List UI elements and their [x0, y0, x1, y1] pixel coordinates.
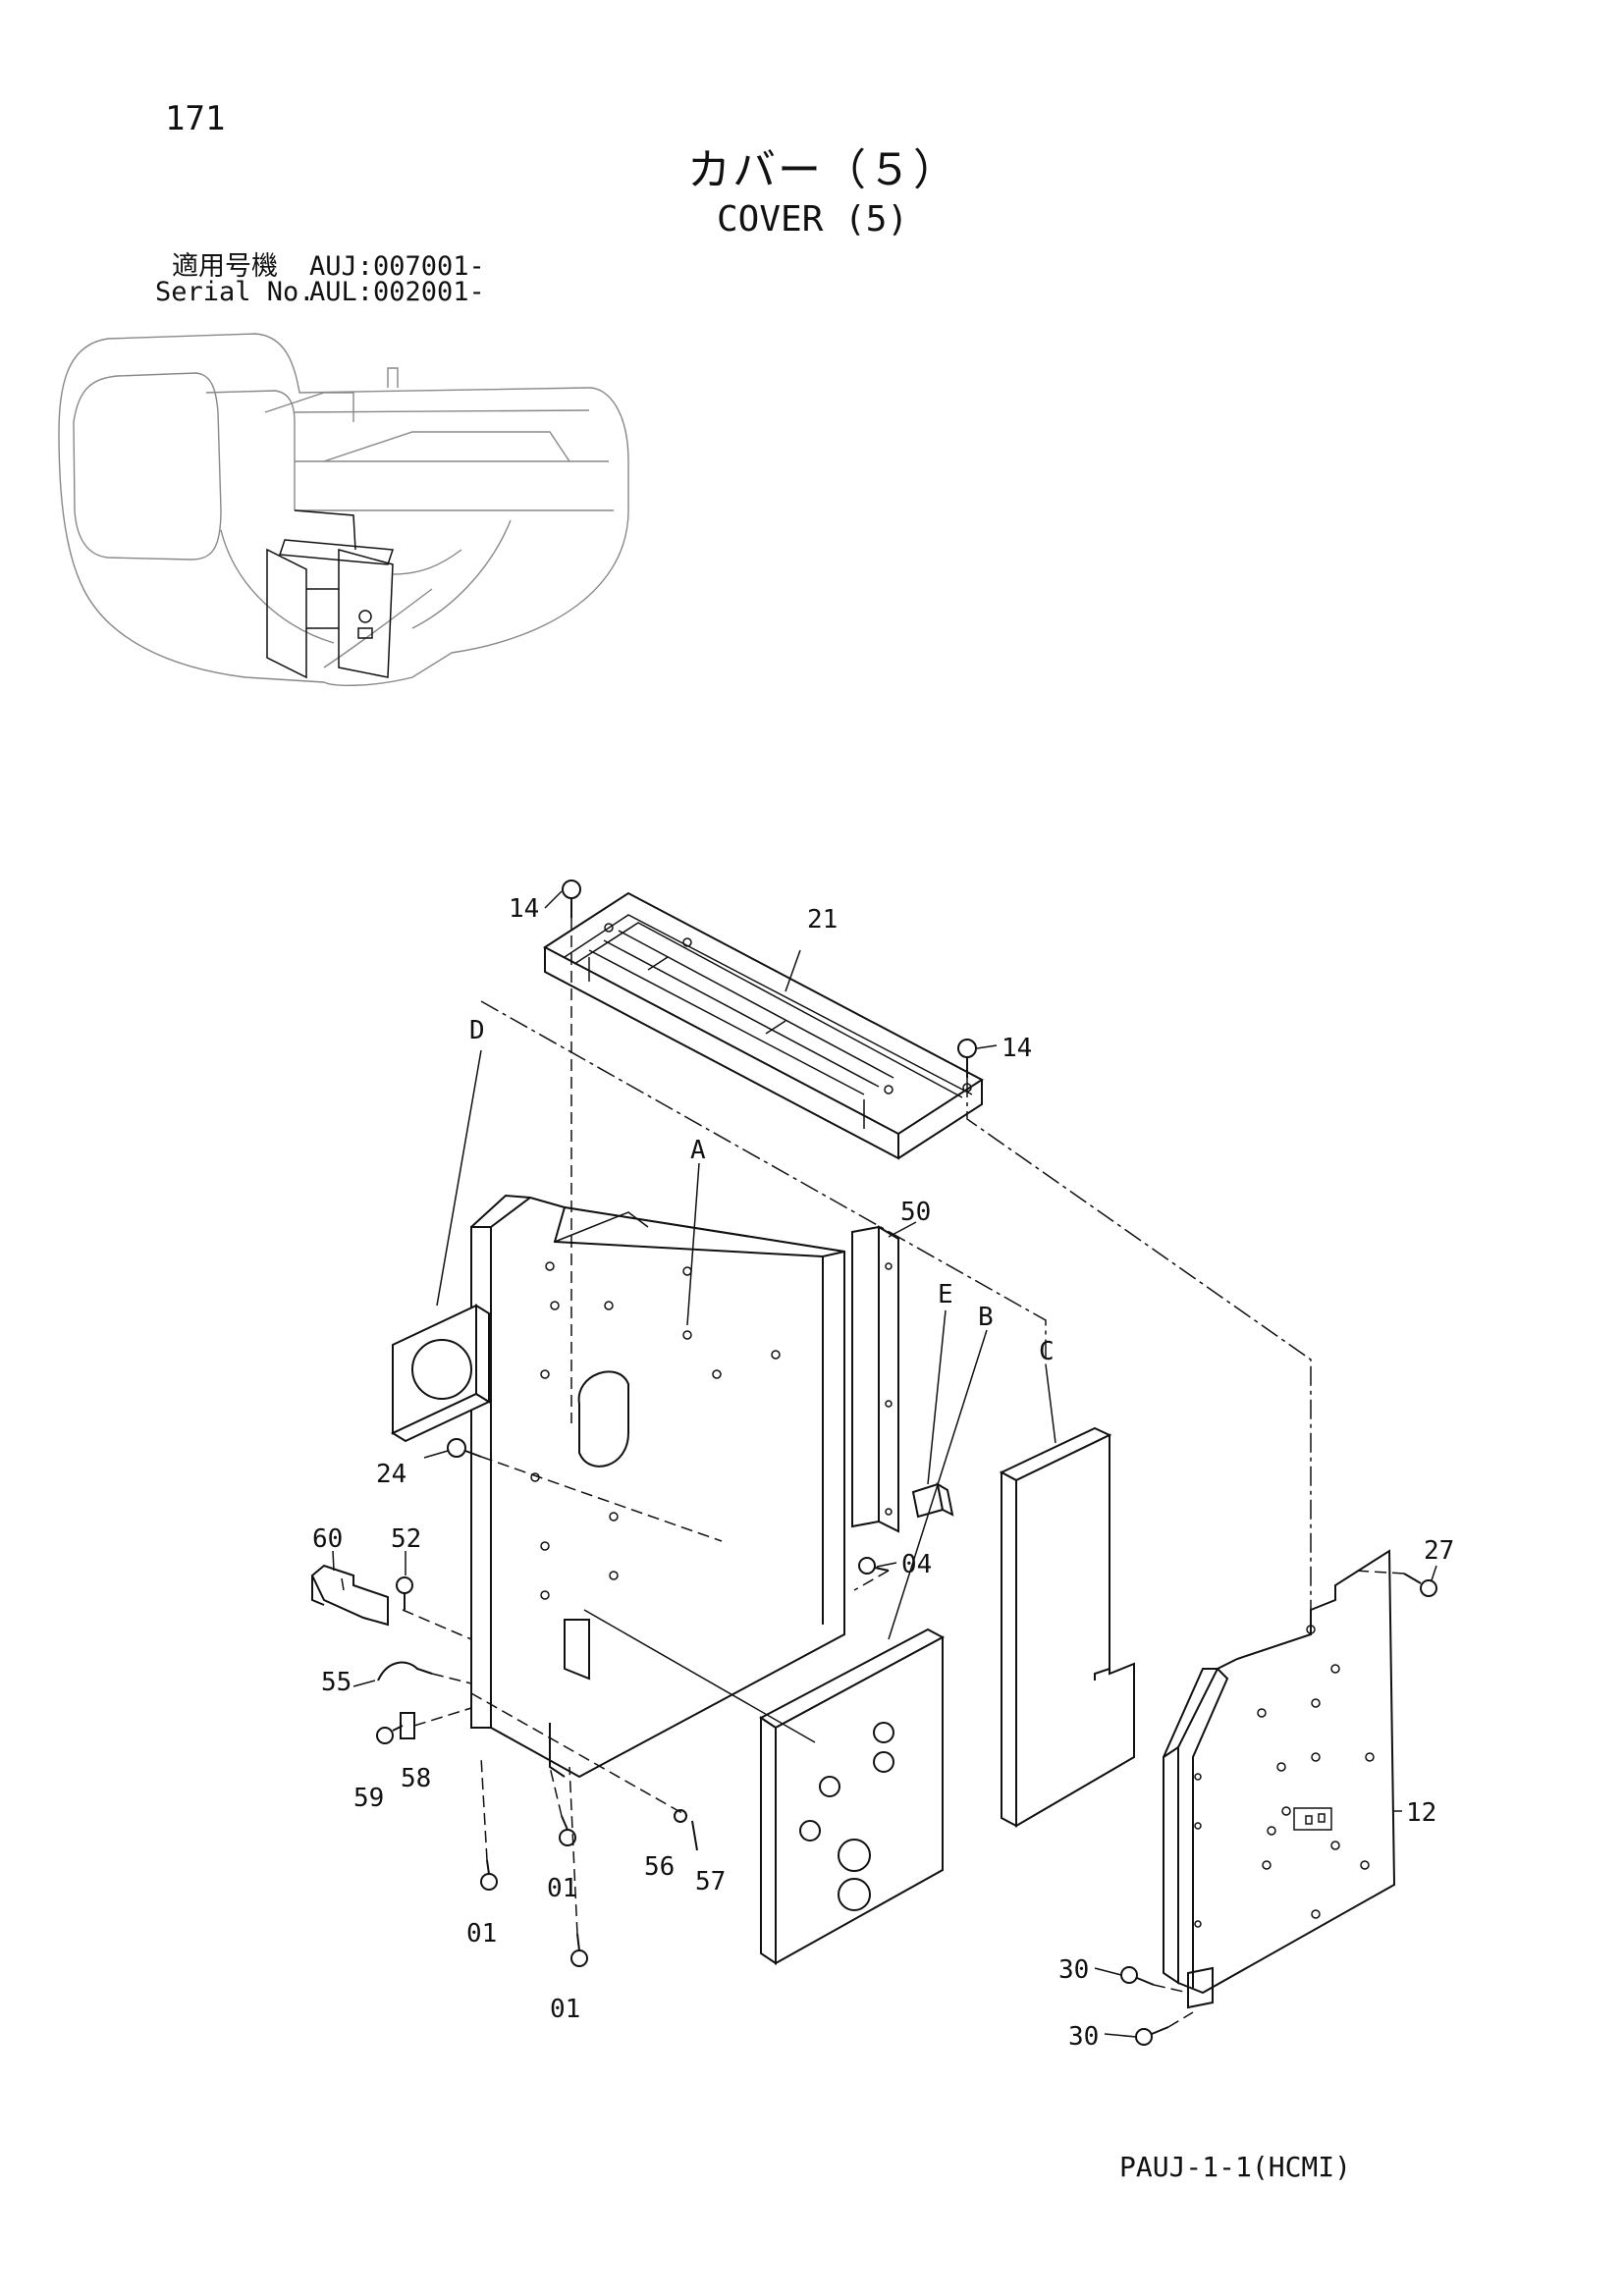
callout-04: 04 — [901, 1550, 932, 1579]
part-57-pin — [691, 1820, 698, 1851]
callout-14-right: 14 — [1001, 1034, 1032, 1063]
bolt-01-b — [480, 1859, 498, 1891]
callout-12: 12 — [1406, 1798, 1436, 1828]
callout-56: 56 — [644, 1852, 675, 1882]
footer-code: PAUJ-1-1(HCMI) — [1119, 2151, 1352, 2183]
bolt-59 — [376, 1725, 404, 1744]
callout-30-b: 30 — [1068, 2022, 1099, 2052]
callout-d: D — [469, 1016, 485, 1045]
callout-c: C — [1039, 1337, 1055, 1366]
callout-b: B — [978, 1303, 994, 1332]
leader-lines — [332, 890, 1437, 2038]
callout-a: A — [690, 1136, 706, 1165]
title-english: COVER (5) — [717, 199, 909, 240]
callout-21: 21 — [807, 905, 838, 934]
callout-30-a: 30 — [1058, 1955, 1089, 1985]
bolt-27 — [1403, 1573, 1437, 1597]
callout-01-c: 01 — [550, 1995, 580, 2024]
callout-55: 55 — [321, 1668, 352, 1697]
bolt-04 — [858, 1557, 890, 1575]
part-c-foam-strip — [999, 1426, 1135, 1828]
part-b-pad — [759, 1628, 946, 1965]
bolt-52 — [396, 1576, 413, 1610]
callout-50: 50 — [900, 1198, 931, 1227]
part-58-clip — [400, 1712, 415, 1739]
callout-52: 52 — [391, 1524, 421, 1554]
callout-60: 60 — [312, 1524, 343, 1554]
part-d-seal-pad — [390, 1304, 492, 1443]
callout-labels: 14 21 14 D A 50 E B C 24 60 52 04 27 55 … — [312, 894, 1454, 2052]
assembly-lines — [402, 918, 1405, 2028]
callout-27: 27 — [1424, 1536, 1454, 1566]
bolt-14-left — [562, 880, 581, 918]
part-60-bracket — [310, 1564, 389, 1627]
serial-jp-value: AUJ:007001- — [309, 251, 485, 282]
part-a-side-panel — [470, 1194, 845, 1779]
serial-en-value: AUL:002001- — [309, 277, 485, 307]
callout-01-a: 01 — [547, 1874, 577, 1903]
part-12-right-panel — [1163, 1549, 1396, 2009]
serial-jp-label: 適用号機 — [172, 251, 278, 282]
part-55-cable — [377, 1661, 433, 1682]
bolt-30-a — [1120, 1966, 1155, 1986]
callout-14-left: 14 — [509, 894, 539, 924]
callout-57: 57 — [695, 1867, 726, 1896]
callout-58: 58 — [401, 1764, 431, 1793]
page-number: 171 — [165, 99, 226, 138]
bolt-01-c — [570, 1933, 588, 1967]
callout-01-b: 01 — [466, 1919, 497, 1949]
bolt-01-a — [559, 1815, 576, 1846]
serial-en-label: Serial No. — [155, 277, 315, 307]
part-21-top-cover — [543, 891, 984, 1160]
excavator-location-illustration — [58, 333, 629, 686]
callout-24: 24 — [376, 1460, 406, 1489]
bolt-14-right — [957, 1039, 977, 1078]
bolt-24 — [447, 1438, 482, 1458]
part-50-vertical-strip — [851, 1225, 899, 1533]
title-japanese: カバー（５） — [687, 145, 958, 195]
callout-59: 59 — [353, 1784, 384, 1813]
bolt-30-b — [1135, 2026, 1169, 2046]
callout-e: E — [938, 1280, 953, 1309]
